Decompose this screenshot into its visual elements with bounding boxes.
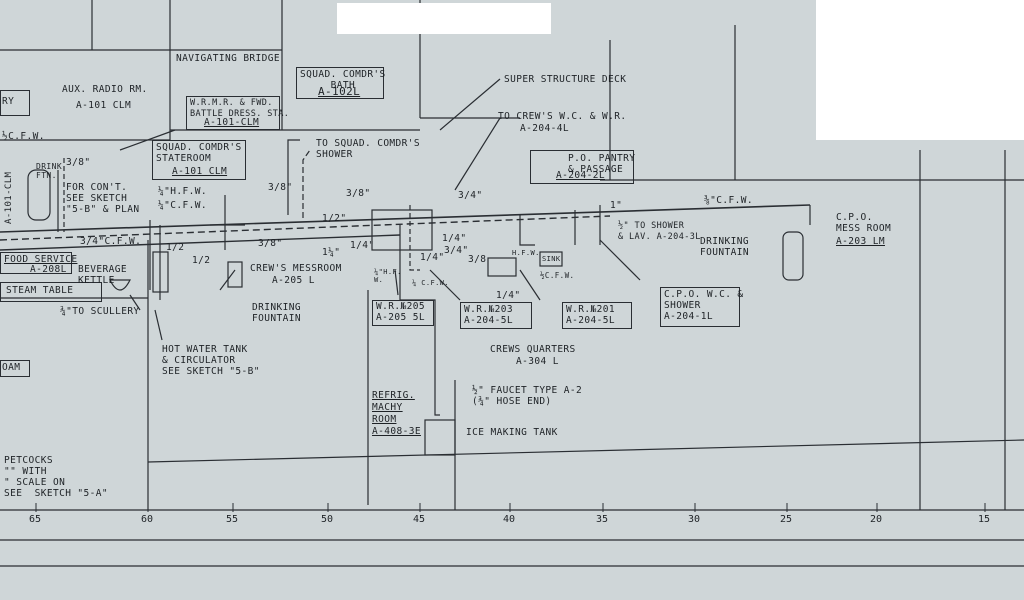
size-1-4a: 1/4" bbox=[350, 240, 375, 251]
oam-box bbox=[0, 360, 30, 377]
wrmr-label: W.R.M.R. & FWD. BATTLE DRESS. STA. bbox=[190, 98, 290, 119]
sink-label: SINK bbox=[542, 255, 561, 263]
cpo-mess-code: A-203 LM bbox=[836, 236, 885, 247]
wc-small-label: ¼"H.F. W. bbox=[374, 268, 402, 284]
size-1-2b: 1/2 bbox=[192, 255, 211, 266]
mask-top bbox=[337, 3, 551, 34]
cpo-wc-label: C.P.O. W.C. & SHOWER A-204-1L bbox=[664, 289, 744, 322]
size-3-8b: 3/8" bbox=[268, 182, 293, 193]
size-3-8a: 3/8" bbox=[66, 157, 91, 168]
squad-stateroom-code: A-101 CLM bbox=[172, 166, 228, 177]
wr205-box bbox=[372, 300, 434, 326]
crews-messroom-label: CREW'S MESSROOM bbox=[250, 263, 342, 274]
size-1-4d: 1/4" bbox=[420, 252, 445, 263]
size-1-4c: 1/4" bbox=[496, 290, 521, 301]
squad-bath-code: A-102L bbox=[318, 85, 361, 98]
frame-tick: 60 bbox=[141, 514, 154, 525]
petcocks-label: PETCOCKS "" WITH " SCALE ON SEE SKETCH "… bbox=[4, 455, 109, 499]
cfw-left-label: ½C.F.W. bbox=[2, 131, 45, 142]
crews-quarters-label: CREWS QUARTERS bbox=[490, 344, 576, 355]
wr205-label: W.R.№205 A-205 5L bbox=[376, 301, 425, 323]
frame-tick: 55 bbox=[226, 514, 239, 525]
frame-tick: 20 bbox=[870, 514, 883, 525]
frame-tick: 45 bbox=[413, 514, 426, 525]
po-pantry-box bbox=[530, 150, 634, 184]
hfw-quarter-label: ¼"H.F.W. bbox=[158, 186, 207, 197]
wr201-label: W.R.№201 A-204-5L bbox=[566, 304, 615, 326]
frame-tick: 35 bbox=[596, 514, 609, 525]
size-1-1-4: 1¼" bbox=[322, 247, 341, 258]
to-squad-shower-label: TO SQUAD. COMDR'S SHOWER bbox=[316, 138, 421, 160]
size-1in: 1" bbox=[610, 200, 623, 211]
drinking-fountain-right-label: DRINKING FOUNTAIN bbox=[700, 236, 749, 258]
mask-right bbox=[816, 0, 1024, 140]
to-shower-label: ½" TO SHOWER & LAV. A-204-3L bbox=[618, 221, 701, 242]
size-3-8c: 3/8" bbox=[258, 238, 283, 249]
ry-label: RY bbox=[2, 96, 15, 107]
squad-stateroom-box bbox=[152, 140, 246, 180]
for-cont-label: FOR CON'T. SEE SKETCH "5-B" & PLAN bbox=[66, 182, 140, 215]
size-3-8-top: 3/8" bbox=[346, 188, 371, 199]
size-1-2a: 1/2" bbox=[322, 213, 347, 224]
cfw-quarter-label: ¼"C.F.W. bbox=[158, 200, 207, 211]
size-3-4a: 3/4" bbox=[458, 190, 483, 201]
food-service-box bbox=[0, 252, 72, 274]
aux-radio-code: A-101 CLM bbox=[76, 100, 132, 111]
wrmr-code: A-101-CLM bbox=[204, 117, 260, 128]
refrig-machy-label: REFRIG. MACHY ROOM A-408-3E bbox=[372, 390, 421, 437]
squad-bath-label: SQUAD. COMDR'S BATH bbox=[300, 69, 386, 91]
superstructure-deck-label: SUPER STRUCTURE DECK bbox=[504, 74, 627, 85]
crews-messroom-code: A-205 L bbox=[272, 275, 315, 286]
frame-tick: 30 bbox=[688, 514, 701, 525]
crews-quarters-code: A-304 L bbox=[516, 356, 559, 367]
faucet-label: ½" FAUCET TYPE A-2 (¾" HOSE END) bbox=[472, 385, 583, 407]
beverage-kettle-label: BEVERAGE KETTLE bbox=[78, 264, 127, 286]
lav-small-label: ¼ C.F.W. bbox=[412, 279, 449, 287]
po-pantry-code: A-204-2L bbox=[556, 170, 605, 181]
frame-tick: 65 bbox=[29, 514, 42, 525]
wr203-label: W.R.№203 A-204-5L bbox=[464, 304, 513, 326]
frame-tick: 25 bbox=[780, 514, 793, 525]
wr203-box bbox=[460, 302, 532, 329]
food-service-label: FOOD SERVICE bbox=[4, 254, 78, 265]
size-3-4b: 3/4" bbox=[444, 245, 469, 256]
wrmr-box bbox=[186, 96, 280, 130]
ry-box bbox=[0, 90, 30, 116]
aux-radio-label: AUX. RADIO RM. bbox=[62, 84, 148, 95]
squad-bath-box bbox=[296, 67, 384, 99]
steam-table-label: STEAM TABLE bbox=[6, 285, 74, 296]
to-scullery-label: ¾"TO SCULLERY bbox=[60, 306, 140, 317]
cfw-small-label: ½C.F.W. bbox=[540, 271, 575, 280]
oam-label: OAM bbox=[2, 362, 21, 373]
cfw-three-eighth-label: ⅜"C.F.W. bbox=[704, 195, 753, 206]
vertical-code-label: A-101-CLM bbox=[4, 171, 14, 224]
steam-table-box bbox=[0, 282, 102, 302]
ice-making-tank-label: ICE MAKING TANK bbox=[466, 427, 558, 438]
navigating-bridge-label: NAVIGATING BRIDGE bbox=[176, 53, 281, 64]
wr201-box bbox=[562, 302, 632, 329]
hfw-small-label: H.F.W. bbox=[512, 249, 540, 257]
drink-ftn-label: DRINK FTN. bbox=[36, 162, 63, 180]
size-3-4-cfw: 3/4"C.F.W. bbox=[80, 236, 142, 247]
cpo-wc-box bbox=[660, 287, 740, 327]
frame-tick: 15 bbox=[978, 514, 991, 525]
frame-tick: 50 bbox=[321, 514, 334, 525]
squad-stateroom-label: SQUAD. COMDR'S STATEROOM bbox=[156, 142, 242, 164]
to-crews-wc-label: TO CREW'S W.C. & W.R. bbox=[498, 111, 627, 122]
size-1-4b: 1/4" bbox=[442, 233, 467, 244]
food-service-code: A-208L bbox=[30, 264, 67, 275]
drinking-fountain-center-label: DRINKING FOUNTAIN bbox=[252, 302, 301, 324]
cpo-mess-label: C.P.O. MESS ROOM bbox=[836, 212, 892, 234]
to-crews-wc-code: A-204-4L bbox=[520, 123, 569, 134]
size-1-2c: 1/2 bbox=[166, 242, 185, 253]
size-3-8d: 3/8 bbox=[468, 254, 487, 265]
po-pantry-label: P.O. PANTRY & PASSAGE bbox=[568, 153, 636, 175]
hot-water-tank-label: HOT WATER TANK & CIRCULATOR SEE SKETCH "… bbox=[162, 344, 260, 377]
frame-tick: 40 bbox=[503, 514, 516, 525]
